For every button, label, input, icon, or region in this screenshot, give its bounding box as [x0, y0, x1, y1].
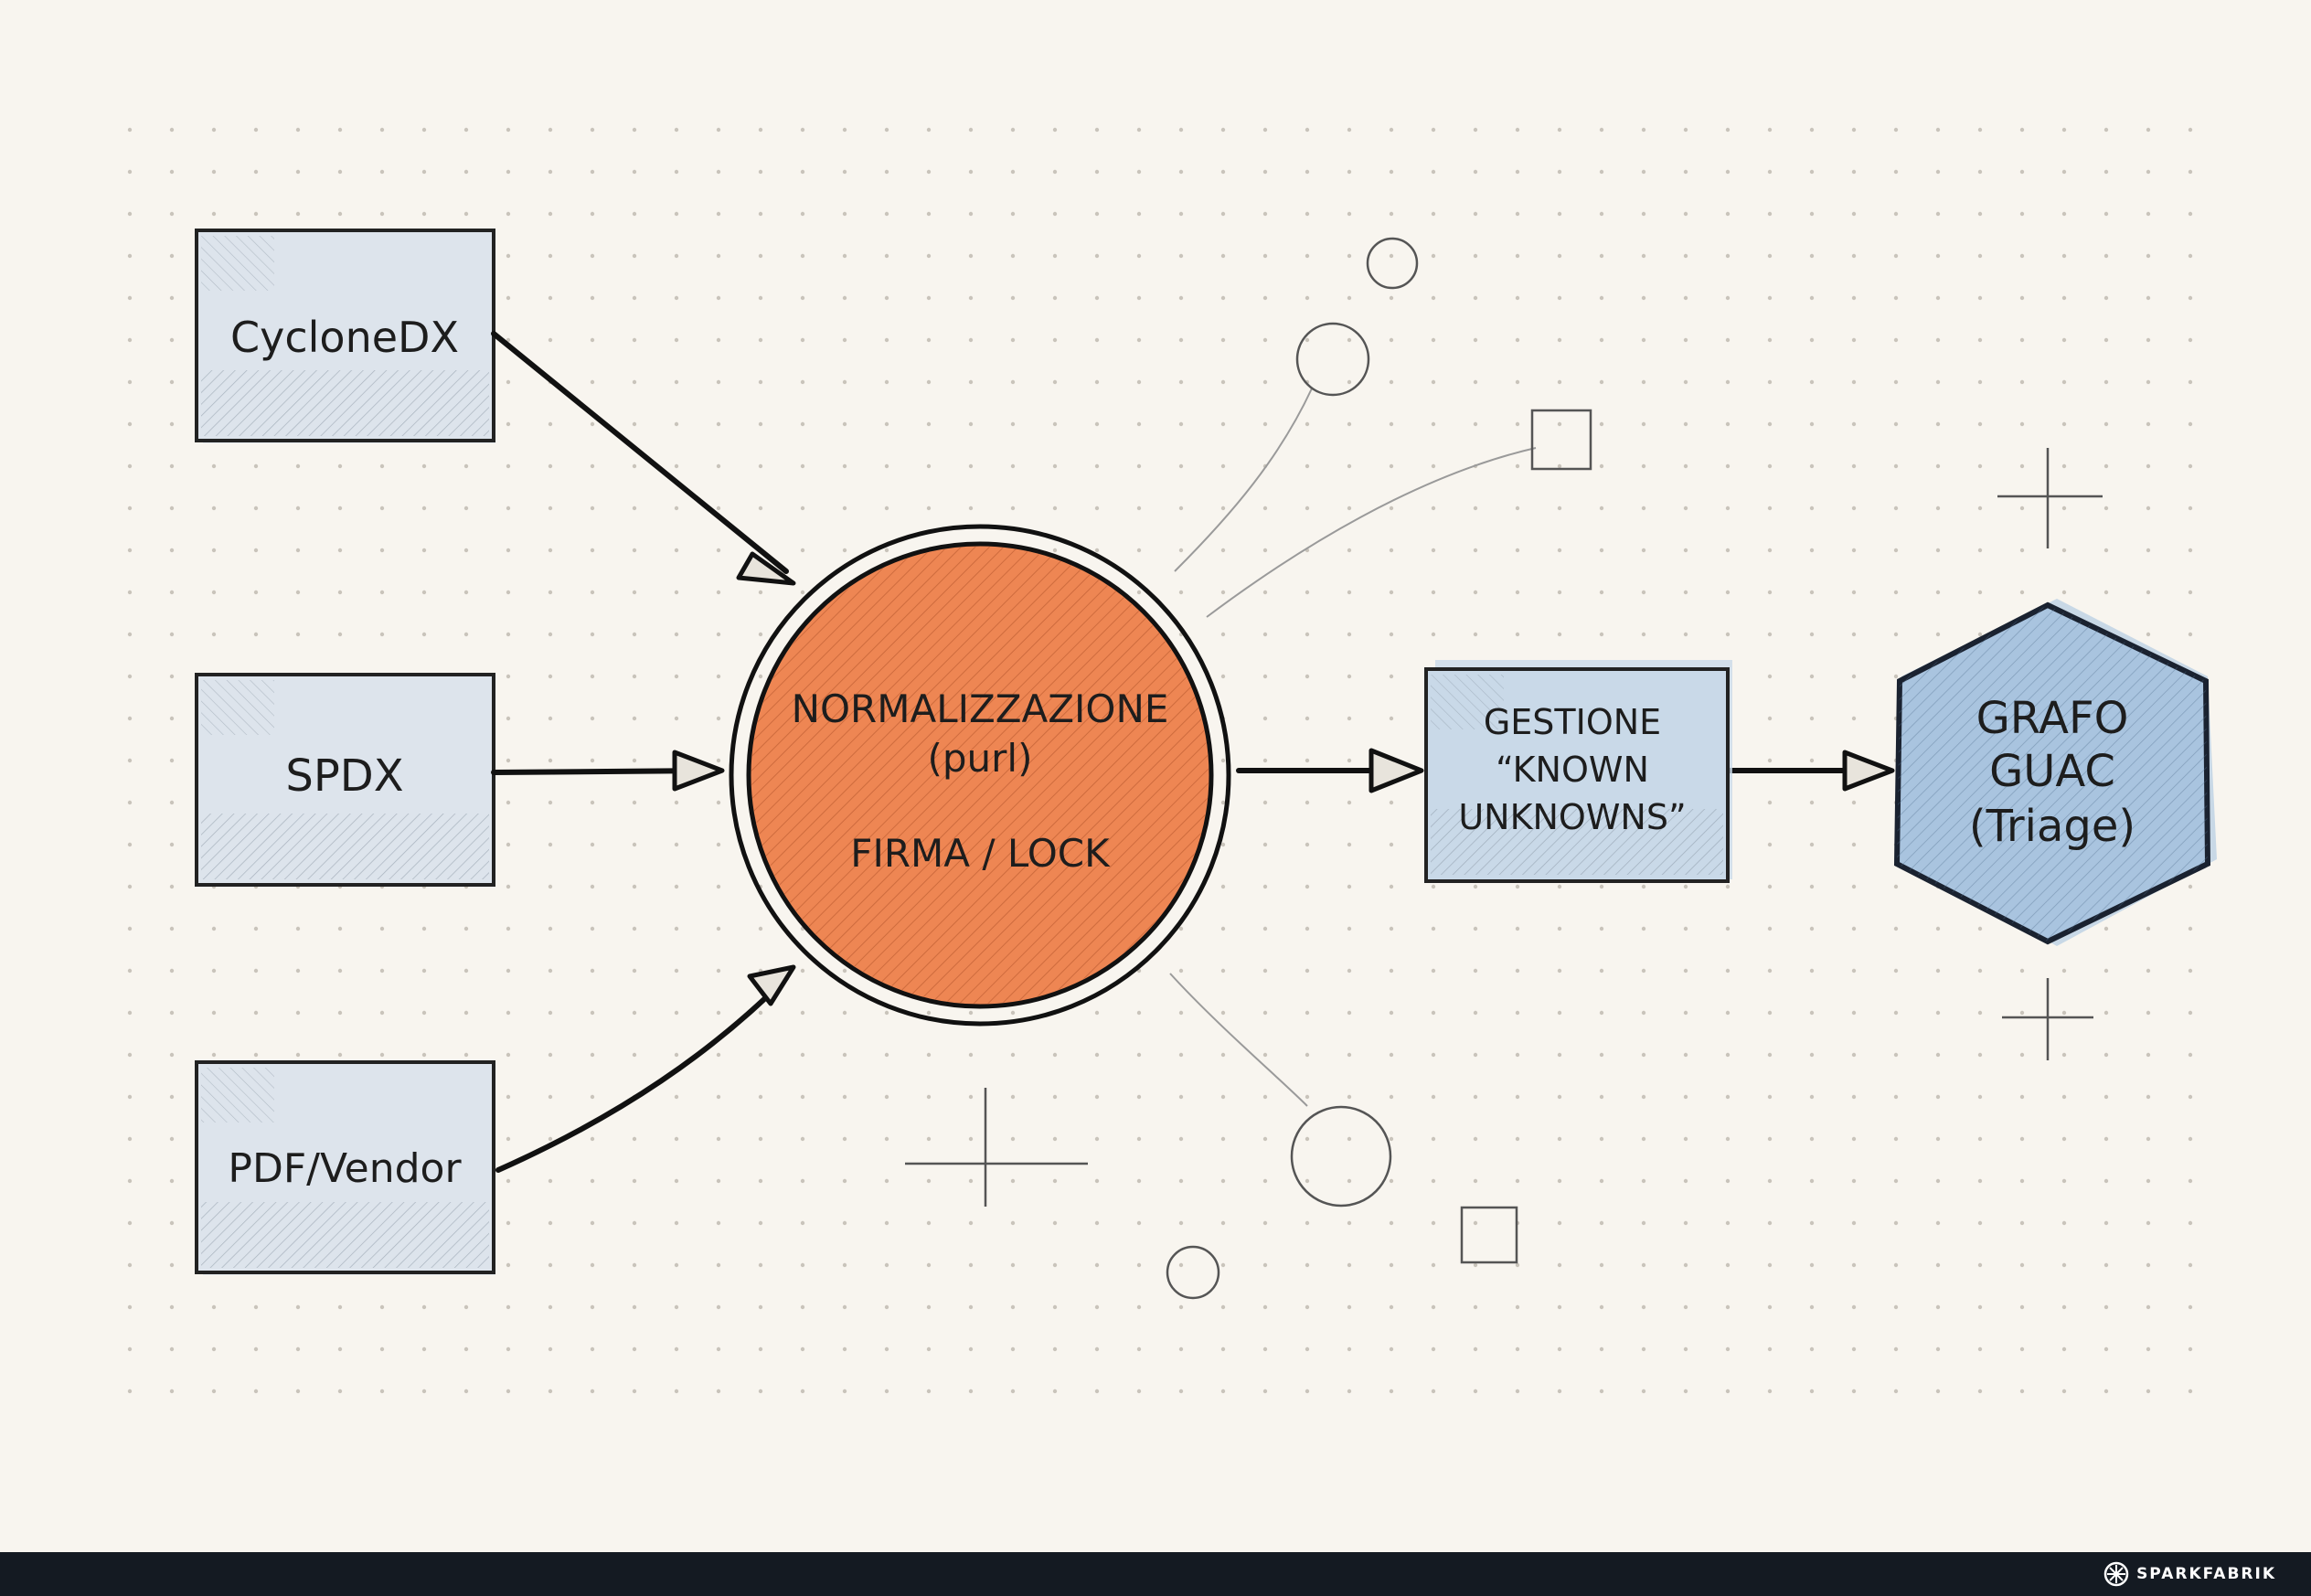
arrowhead-icon [736, 551, 796, 586]
deco-circle-icon [1366, 237, 1419, 290]
decorative-lines [1169, 388, 1537, 1107]
center-node-normalizzazione: NORMALIZZAZIONE (purl) FIRMA / LOCK [729, 524, 1231, 1027]
middle-label-line1: GESTIONE [1484, 702, 1661, 742]
target-node-grafo-guac: GRAFO GUAC (Triage) [1893, 599, 2217, 946]
arrowheads [672, 551, 1895, 1006]
decorative-circles [1166, 237, 1419, 1300]
middle-label-line2: “KNOWN [1496, 750, 1649, 790]
source-label: SPDX [285, 750, 403, 802]
source-label: CycloneDX [230, 313, 459, 362]
middle-node-gestione: GESTIONE “KNOWN UNKNOWNS” [1424, 660, 1732, 883]
source-node-spdx: SPDX [195, 673, 495, 887]
arrows-in [491, 331, 1849, 1173]
arrowhead-icon [1842, 750, 1895, 792]
arrow-pdf-to-center [495, 975, 789, 1173]
decorative-crosses [905, 448, 2103, 1207]
deco-square-icon [1530, 409, 1592, 471]
deco-circle-icon [1295, 322, 1370, 397]
middle-label-line3: UNKNOWNS” [1458, 797, 1686, 837]
flow-diagram: CycloneDX SPDX PDF/Vendor [91, 119, 2221, 1417]
source-node-cyclonedx: CycloneDX [195, 229, 495, 443]
target-label-line2: GUAC [1989, 746, 2115, 797]
deco-circle-icon [1166, 1245, 1220, 1300]
center-label-line3: FIRMA / LOCK [850, 831, 1111, 876]
source-node-pdf-vendor: PDF/Vendor [195, 1060, 495, 1275]
arrowhead-icon [672, 750, 725, 792]
arrow-cyclonedx-to-center [491, 331, 789, 574]
brand-logo: SPARKFABRIK [2103, 1561, 2276, 1587]
deco-square-icon [1460, 1206, 1518, 1264]
sparkfabrik-logo-icon [2103, 1561, 2129, 1587]
center-label-line1: NORMALIZZAZIONE [792, 686, 1169, 731]
target-label-line1: GRAFO [1976, 693, 2129, 744]
arrowhead-icon [1368, 748, 1424, 793]
deco-circle-icon [1290, 1105, 1392, 1208]
arrowhead-icon [747, 964, 796, 1006]
decorative-squares [1460, 409, 1592, 1264]
center-label-line2: (purl) [928, 736, 1033, 781]
target-label-line3: (Triage) [1969, 801, 2135, 852]
source-label: PDF/Vendor [228, 1145, 462, 1192]
brand-name: SPARKFABRIK [2136, 1565, 2276, 1583]
footer-bar: SPARKFABRIK [0, 1552, 2311, 1596]
